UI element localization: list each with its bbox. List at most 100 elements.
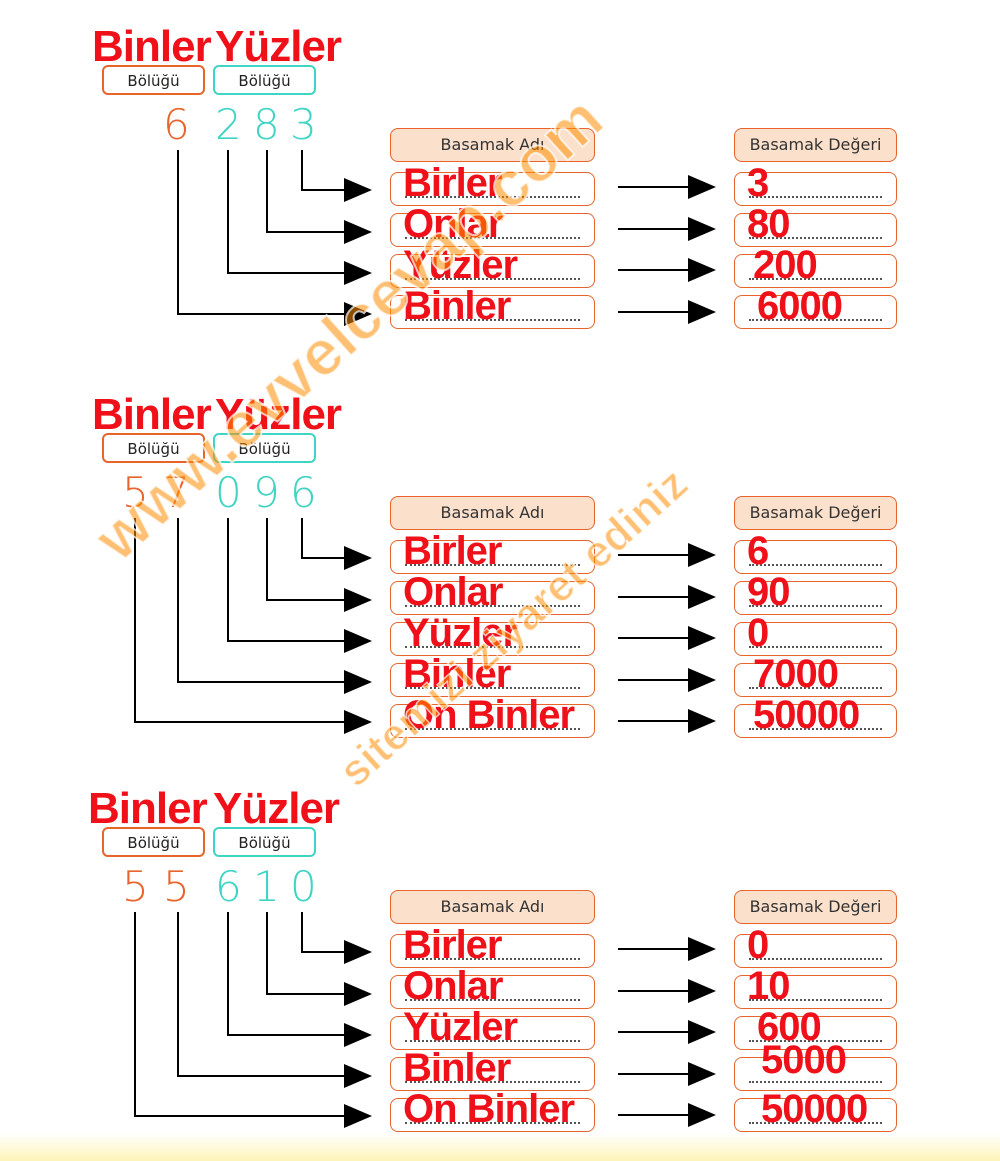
basamak-adi-header: Basamak Adı <box>390 496 595 530</box>
exercise-group-2: Bölüğü Bölüğü Binler Yüzler 5 7 0 9 6 Ba… <box>0 368 1000 748</box>
connector-arrows <box>134 518 716 734</box>
basamak-adi-answer: Birler <box>403 161 502 205</box>
basamak-degeri-answer: 7000 <box>753 652 839 696</box>
digit: 9 <box>253 468 280 517</box>
digit: 6 <box>163 100 190 149</box>
yuzler-bolugu-box: Bölüğü <box>213 827 316 857</box>
basamak-adi-cell: Birler <box>390 923 595 968</box>
basamak-degeri-answer: 6 <box>747 529 769 573</box>
basamak-degeri-answer: 90 <box>747 570 790 614</box>
basamak-degeri-cell: 200 <box>734 243 897 288</box>
digit: 8 <box>253 100 280 149</box>
basamak-adi-cell: Binler <box>390 1046 595 1091</box>
digit: 2 <box>215 100 242 149</box>
binler-heading: Binler <box>88 784 208 833</box>
basamak-degeri-cell: 80 <box>734 202 897 247</box>
basamak-degeri-cell: 5000 <box>734 1038 897 1091</box>
basamak-adi-answer: Yüzler <box>403 611 518 655</box>
basamak-degeri-cell: 600 <box>734 1005 897 1050</box>
basamak-degeri-cell: 7000 <box>734 652 897 697</box>
basamak-degeri-cell: 6 <box>734 529 897 574</box>
bolugu-label: Bölüğü <box>127 72 180 90</box>
binler-heading: Binler <box>92 390 212 439</box>
basamak-adi-answer: Binler <box>403 284 511 328</box>
basamak-degeri-header: Basamak Değeri <box>734 890 897 924</box>
basamak-degeri-cell: 10 <box>734 964 897 1009</box>
basamak-adi-cell: Onlar <box>390 964 595 1009</box>
basamak-degeri-answer: 200 <box>753 243 818 287</box>
digit: 0 <box>290 862 317 911</box>
exercise-group-1: Bölüğü Bölüğü Binler Yüzler 6 2 8 3 Basa… <box>0 0 1000 380</box>
basamak-adi-cell: Binler <box>390 284 595 329</box>
basamak-adi-cell: Onlar <box>390 570 595 615</box>
basamak-adi-cell: On Binler <box>390 693 595 738</box>
basamak-degeri-cell: 0 <box>734 611 897 656</box>
basamak-degeri-answer: 0 <box>747 923 769 967</box>
basamak-degeri-header: Basamak Değeri <box>734 128 897 162</box>
basamak-adi-header: Basamak Adı <box>390 128 595 162</box>
basamak-degeri-cell: 90 <box>734 570 897 615</box>
basamak-adi-answer: Onlar <box>403 964 503 1008</box>
basamak-adi-cell: Yüzler <box>390 611 595 656</box>
basamak-adi-answer: Binler <box>403 652 511 696</box>
basamak-adi-cell: On Binler <box>390 1087 595 1132</box>
basamak-adi-header: Basamak Adı <box>390 890 595 924</box>
basamak-adi-cell: Birler <box>390 529 595 574</box>
basamak-degeri-answer: 0 <box>747 611 769 655</box>
binler-bolugu-box: Bölüğü <box>102 433 205 463</box>
basamak-degeri-answer: 80 <box>747 202 790 246</box>
yuzler-heading: Yüzler <box>215 390 342 439</box>
bolugu-label: Bölüğü <box>127 440 180 458</box>
binler-bolugu-box: Bölüğü <box>102 827 205 857</box>
basamak-adi-cell: Yüzler <box>390 1005 595 1050</box>
basamak-degeri-answer: 3 <box>747 161 769 205</box>
basamak-adi-answer: On Binler <box>403 693 575 737</box>
basamak-degeri-cell: 0 <box>734 923 897 968</box>
basamak-degeri-cell: 6000 <box>734 284 897 329</box>
binler-heading: Binler <box>92 22 212 71</box>
basamak-adi-answer: On Binler <box>403 1087 575 1131</box>
yuzler-heading: Yüzler <box>215 22 342 71</box>
basamak-adi-cell: Birler <box>390 161 595 206</box>
bolugu-label: Bölüğü <box>238 834 291 852</box>
yuzler-bolugu-box: Bölüğü <box>213 433 316 463</box>
bolugu-label: Bölüğü <box>127 834 180 852</box>
digit: 6 <box>215 862 242 911</box>
yuzler-bolugu-box: Bölüğü <box>213 65 316 95</box>
digit: 5 <box>122 468 149 517</box>
digit: 1 <box>253 862 280 911</box>
digit: 0 <box>215 468 242 517</box>
basamak-adi-answer: Yüzler <box>403 243 518 287</box>
basamak-degeri-answer: 6000 <box>757 284 843 328</box>
exercise-group-3: Bölüğü Bölüğü Binler Yüzler 5 5 6 1 0 Ba… <box>0 762 1000 1142</box>
basamak-adi-cell: Yüzler <box>390 243 595 288</box>
connector-arrows <box>134 912 716 1128</box>
yuzler-heading: Yüzler <box>213 784 340 833</box>
binler-bolugu-box: Bölüğü <box>102 65 205 95</box>
basamak-degeri-answer: 50000 <box>753 693 860 737</box>
basamak-degeri-header: Basamak Değeri <box>734 496 897 530</box>
basamak-degeri-cell: 3 <box>734 161 897 206</box>
connector-arrows <box>177 150 716 326</box>
digit: 7 <box>163 468 190 517</box>
digit: 5 <box>122 862 149 911</box>
basamak-degeri-cell: 50000 <box>734 693 897 738</box>
basamak-adi-answer: Yüzler <box>403 1005 518 1049</box>
basamak-adi-answer: Onlar <box>403 202 503 246</box>
digit: 3 <box>290 100 317 149</box>
basamak-degeri-answer: 50000 <box>761 1087 868 1131</box>
bottom-decoration <box>0 1133 1000 1161</box>
basamak-adi-cell: Binler <box>390 652 595 697</box>
basamak-adi-answer: Birler <box>403 529 502 573</box>
digit: 6 <box>290 468 317 517</box>
bolugu-label: Bölüğü <box>238 440 291 458</box>
basamak-adi-cell: Onlar <box>390 202 595 247</box>
basamak-degeri-answer: 600 <box>757 1005 822 1049</box>
digit: 5 <box>163 862 190 911</box>
basamak-adi-answer: Birler <box>403 923 502 967</box>
bolugu-label: Bölüğü <box>238 72 291 90</box>
basamak-degeri-answer: 10 <box>747 964 790 1008</box>
basamak-degeri-cell: 50000 <box>734 1087 897 1132</box>
basamak-degeri-answer: 5000 <box>761 1038 847 1082</box>
basamak-adi-answer: Binler <box>403 1046 511 1090</box>
